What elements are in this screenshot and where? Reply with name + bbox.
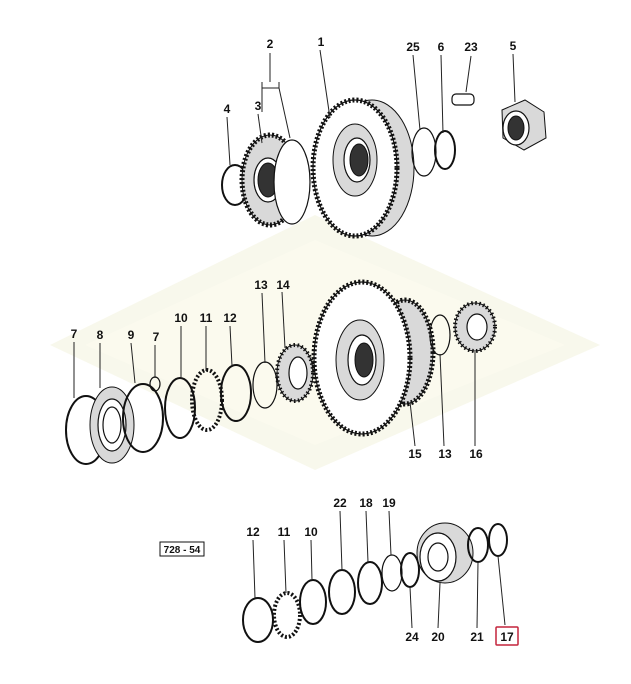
callout-8: 8 xyxy=(97,328,104,342)
part-10-bottom-washer xyxy=(299,579,327,625)
callout-17[interactable]: 17 xyxy=(500,630,514,644)
reference-code-box: 728 - 54 xyxy=(159,541,205,557)
callout-12: 12 xyxy=(223,311,237,325)
reference-code: 728 - 54 xyxy=(164,545,201,556)
part-12-bottom-washer xyxy=(242,597,274,643)
callout-5: 5 xyxy=(510,39,517,53)
part-8-bearing xyxy=(89,386,135,464)
part-10-washer xyxy=(164,377,196,439)
callout-18: 18 xyxy=(359,496,373,510)
part-2-collar xyxy=(273,139,311,225)
callout-10-bottom: 10 xyxy=(304,525,318,539)
part-23-key xyxy=(451,93,475,106)
callout-4: 4 xyxy=(224,102,231,116)
part-14-needle-cage xyxy=(275,343,315,403)
callout-16: 16 xyxy=(469,447,483,461)
callout-12-bottom: 12 xyxy=(246,525,260,539)
callout-14: 14 xyxy=(276,278,290,292)
part-25-washer xyxy=(411,127,437,177)
part-16-needle-cage xyxy=(453,301,497,353)
part-1-large-gear xyxy=(310,97,415,239)
part-11-bottom-needle-thrust xyxy=(272,591,302,639)
callout-24: 24 xyxy=(405,630,419,644)
callout-23: 23 xyxy=(464,40,478,54)
callout-11-bottom: 11 xyxy=(278,525,291,539)
callout-25: 25 xyxy=(406,40,420,54)
part-6-circlip xyxy=(434,130,456,170)
callout-13-right: 13 xyxy=(438,447,452,461)
part-12-washer xyxy=(220,364,252,422)
callout-10: 10 xyxy=(174,311,188,325)
callout-7: 7 xyxy=(71,327,78,341)
callout-labels: 2 1 25 6 23 5 4 3 13 14 7 8 9 7 10 11 12… xyxy=(71,35,519,646)
callout-9: 9 xyxy=(128,328,135,342)
part-15-gear-cluster xyxy=(311,279,436,437)
callout-21: 21 xyxy=(470,630,484,644)
callout-11: 11 xyxy=(200,311,213,325)
bottom-assembly xyxy=(242,522,508,643)
callout-7-second: 7 xyxy=(153,330,160,344)
part-17-snap-ring xyxy=(488,523,508,557)
highlight-box-17 xyxy=(495,626,519,646)
callout-15: 15 xyxy=(408,447,422,461)
part-5-nut xyxy=(501,99,547,151)
part-18-washer xyxy=(357,561,383,605)
callout-2: 2 xyxy=(267,37,274,51)
callout-6: 6 xyxy=(438,40,445,54)
callout-1: 1 xyxy=(318,35,325,49)
top-assembly xyxy=(221,93,547,239)
callout-22: 22 xyxy=(333,496,347,510)
callout-3: 3 xyxy=(255,99,262,113)
leader-lines xyxy=(73,49,516,629)
callout-19: 19 xyxy=(382,496,396,510)
part-22-spacer xyxy=(328,569,356,615)
part-9-ring xyxy=(122,383,164,453)
middle-assembly xyxy=(65,279,497,465)
part-20-bearing xyxy=(416,522,474,584)
callout-13: 13 xyxy=(254,278,268,292)
part-24-clip xyxy=(400,552,420,588)
callout-20: 20 xyxy=(431,630,445,644)
part-19-ring xyxy=(381,554,403,592)
